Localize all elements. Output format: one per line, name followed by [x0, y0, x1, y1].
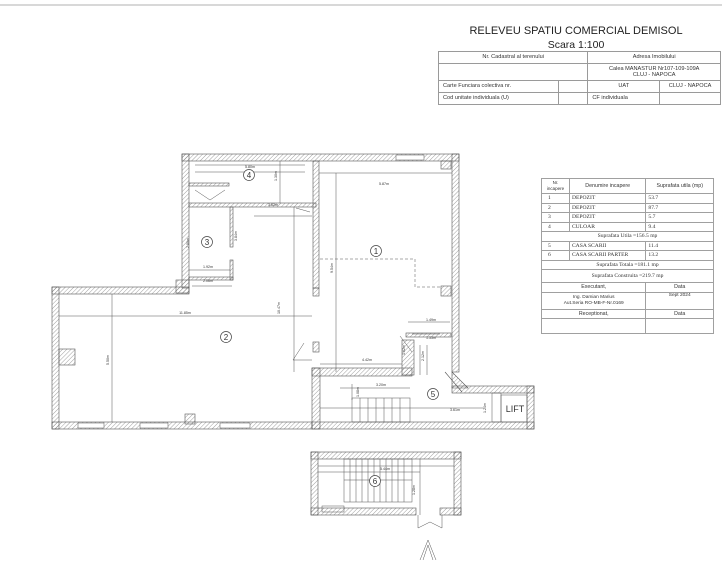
- cf-individuala-value: [659, 92, 721, 105]
- room5-diagonal-wall: [444, 371, 469, 393]
- executant-date: Sept 2024: [645, 291, 714, 310]
- lift-label: LIFT: [506, 404, 525, 414]
- property-info-table: Nr. Cadastral al terenului Adresa Imobil…: [437, 51, 721, 105]
- executant-details: Ing. Damian Marius Aut.Seria RO-MB-F-Nr.…: [540, 291, 647, 310]
- dim-label: 2.12m: [421, 351, 425, 361]
- dim-label: 3.20m: [376, 383, 386, 387]
- dimension-labels: 5.80m 1.30m 3.62m 5.87m 3.84m 2.80m 1.92…: [106, 165, 487, 495]
- dim-label: 1.08m: [356, 387, 360, 397]
- dim-label: 5.44m: [380, 467, 390, 471]
- cf-individuala-label: CF individuala: [587, 92, 661, 105]
- room-3-label: 3: [205, 238, 210, 247]
- address-line-1: Calea MANASTUR Nr107-109-109A: [608, 65, 700, 72]
- room-markers: [201, 169, 439, 487]
- dim-label: 5.50m: [106, 355, 110, 365]
- executant-authorization: Aut.Seria RO-MB-F-Nr.0169: [563, 300, 624, 306]
- dim-label: 4.42m: [362, 358, 372, 362]
- dim-label: 1.92m: [203, 265, 213, 269]
- room-5-label: 5: [431, 390, 436, 399]
- executant-name: Ing. Damian Marius: [572, 294, 615, 300]
- col-area-header: Suprafata utila (mp): [645, 178, 714, 194]
- document-title: RELEVEU SPATIU COMERCIAL DEMISOL: [469, 25, 683, 37]
- room-4-label: 4: [247, 171, 252, 180]
- dim-label: 1.30m: [274, 171, 278, 181]
- document-title-block: RELEVEU SPATIU COMERCIAL DEMISOL Scara 1…: [430, 24, 722, 52]
- interior-walls: [188, 160, 452, 376]
- room-5-marker: [427, 388, 439, 400]
- dim-label: 3.62m: [268, 203, 278, 207]
- receptionat-date: [645, 318, 714, 334]
- page-top-rule: [0, 4, 722, 6]
- address-value: Calea MANASTUR Nr107-109-109A CLUJ - NAP…: [587, 63, 721, 81]
- dim-label: 11.85m: [179, 311, 191, 315]
- dim-label: 1.24m: [483, 403, 487, 413]
- cod-unitate-label: Cod unitate individuala (U): [438, 92, 559, 105]
- document-scale: Scara 1:100: [547, 39, 605, 51]
- dim-label: 1.28m: [412, 485, 416, 495]
- constructed-area: Suprafata Construita =219.7 mp: [541, 269, 714, 283]
- room-1-label: 1: [374, 247, 379, 256]
- plan-lines: [59, 154, 528, 429]
- room-4-marker: [243, 169, 255, 181]
- dim-label: 3.84m: [234, 231, 238, 241]
- room-6-label: 6: [373, 477, 378, 486]
- col-nr-header: Nr. incapere: [541, 178, 570, 194]
- dim-label: 9.54m: [330, 263, 334, 273]
- col-name-header: Denumire incapere: [568, 178, 647, 194]
- rooms-area-table: Nr. incapere Denumire incapere Suprafata…: [540, 178, 714, 334]
- exterior-walls: [51, 153, 535, 430]
- room-2-label: 2: [224, 333, 229, 342]
- dim-label: 1.62m: [402, 345, 406, 355]
- room-2-marker: [220, 331, 232, 343]
- address-line-2: CLUJ - NAPOCA: [632, 72, 676, 78]
- dim-label: 2.80m: [186, 238, 190, 248]
- dim-label: 10.47m: [277, 302, 281, 314]
- room-1-marker: [370, 245, 382, 257]
- dim-label: 5.80m: [245, 165, 255, 169]
- dim-label: 1.49m: [426, 318, 436, 322]
- dim-label: 5.87m: [379, 182, 389, 186]
- dim-label: 1.33m: [426, 336, 436, 340]
- dim-label: 2.06m: [203, 279, 213, 283]
- staircase-block: [310, 451, 462, 561]
- room-3-marker: [201, 236, 213, 248]
- room-6-marker: [369, 475, 381, 487]
- receptionat-signature: [540, 318, 647, 334]
- dim-label: 3.61m: [450, 408, 460, 412]
